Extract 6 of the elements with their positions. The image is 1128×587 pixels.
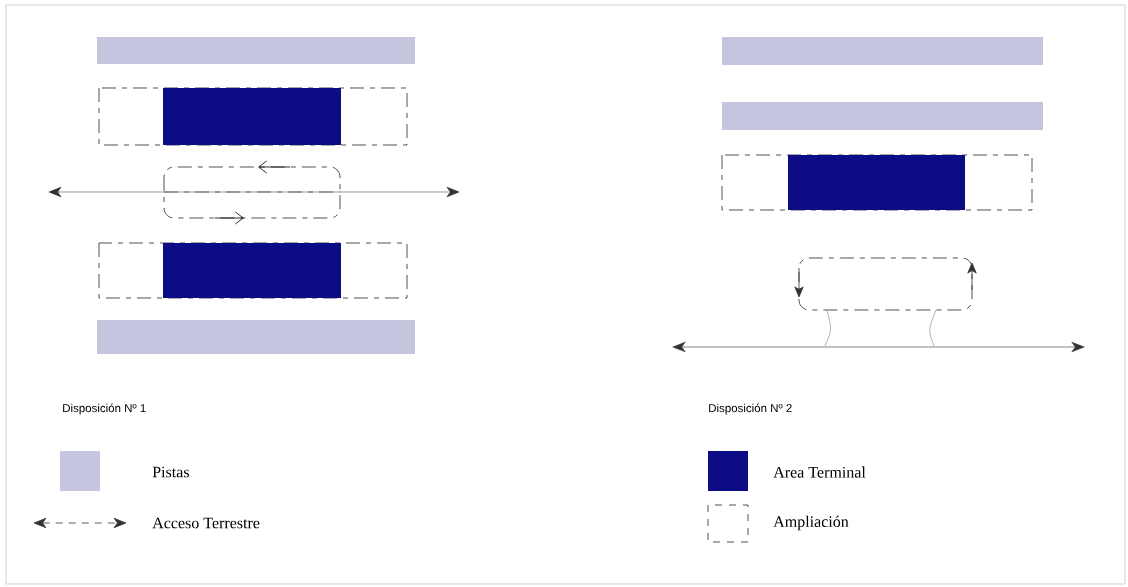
legend-label: Area Terminal [773, 466, 866, 478]
legend-label: Pistas [152, 466, 189, 478]
layout-label: Disposición Nº 2 [709, 403, 792, 415]
legend-label: Ampliación [773, 515, 849, 531]
legend-label: Acceso Terrestre [152, 517, 260, 529]
layout-label: Disposición Nº 1 [63, 403, 146, 415]
